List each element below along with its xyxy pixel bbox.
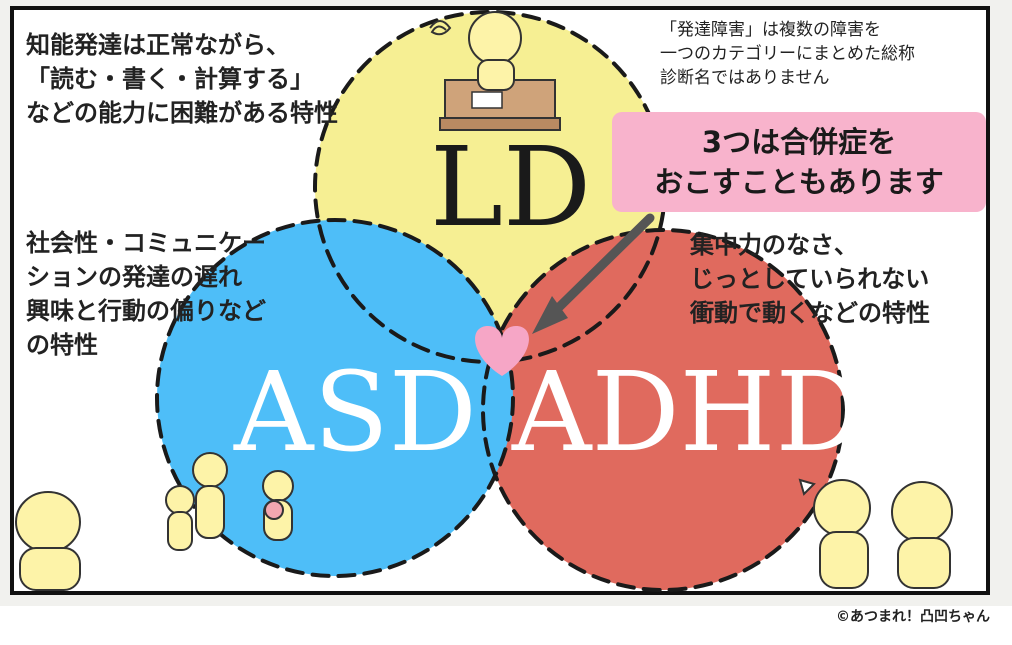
asd-description: 社会性・コミュニケー ションの発達の遅れ 興味と行動の偏りなど の特性	[26, 226, 266, 362]
definition-note: 「発達障害」は複数の障害を 一つのカテゴリーにまとめた総称 診断名ではありません	[660, 18, 915, 90]
asd-description-line: ションの発達の遅れ	[26, 263, 242, 291]
adhd-description: 集中力のなさ、 じっとしていられない 衝動で動くなどの特性	[690, 228, 930, 330]
comorbidity-callout: 3つは合併症を おこすこともあります	[612, 112, 986, 212]
definition-note-line: 診断名ではありません	[660, 68, 830, 88]
adhd-description-line: 衝動で動くなどの特性	[690, 299, 930, 327]
adhd-circle	[483, 230, 843, 590]
ld-character-icon	[429, 11, 561, 131]
asd-description-line: の特性	[26, 331, 98, 359]
definition-note-line: 「発達障害」は複数の障害を	[660, 20, 881, 40]
adhd-label: ADHD	[512, 348, 864, 476]
callout-line: おこすこともあります	[654, 165, 944, 199]
asd-children-icon	[165, 452, 294, 551]
ld-label: LD	[430, 123, 592, 251]
asd-circle-outline	[155, 218, 515, 578]
ld-description-line: 「読む・書く・計算する」	[26, 65, 314, 93]
ld-description-line: 知能発達は正常ながら、	[26, 31, 290, 59]
copyright-credit: ©あつまれ！凸凹ちゃん	[836, 609, 990, 625]
asd-label: ASD	[234, 348, 477, 476]
adhd-circle-outline	[481, 228, 845, 592]
heart-icon	[475, 326, 529, 376]
callout-line: 3つは合併症を	[701, 125, 897, 159]
definition-note-line: 一つのカテゴリーにまとめた総称	[660, 44, 915, 64]
asd-description-line: 興味と行動の偏りなど	[26, 297, 266, 325]
asd-description-line: 社会性・コミュニケー	[26, 229, 266, 257]
ld-description: 知能発達は正常ながら、 「読む・書く・計算する」 などの能力に困難がある特性	[26, 28, 338, 130]
ld-description-line: などの能力に困難がある特性	[26, 99, 338, 127]
adhd-characters-icon	[798, 478, 953, 589]
adhd-description-line: 集中力のなさ、	[690, 231, 858, 259]
sitting-character-icon	[15, 491, 81, 591]
adhd-description-line: じっとしていられない	[690, 265, 930, 293]
asd-circle	[157, 220, 513, 576]
arrow-icon	[532, 213, 655, 334]
